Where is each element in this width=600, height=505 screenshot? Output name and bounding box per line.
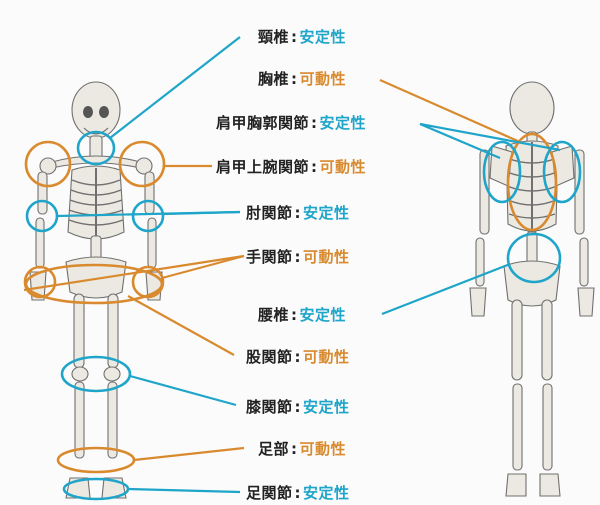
label-foot: 足部:可動性 [258, 438, 346, 459]
label-knee: 膝関節:安定性 [246, 396, 350, 417]
label-separator: : [309, 158, 320, 176]
label-property: 可動性 [303, 348, 350, 366]
label-property: 可動性 [303, 248, 350, 266]
label-property: 可動性 [300, 70, 347, 88]
label-wrist: 手関節:可動性 [246, 246, 350, 267]
label-separator: : [289, 440, 300, 458]
label-property: 可動性 [300, 440, 347, 458]
label-joint: 股関節 [246, 348, 293, 366]
label-joint: 膝関節 [246, 398, 293, 416]
label-property: 可動性 [320, 158, 367, 176]
label-joint: 足関節 [246, 484, 293, 502]
eye-socket-right [99, 106, 109, 118]
label-separator: : [293, 248, 304, 266]
label-property: 安定性 [320, 114, 367, 132]
label-elbow: 肘関節:安定性 [246, 202, 350, 223]
label-joint: 頸椎 [258, 28, 289, 46]
label-glenohumeral: 肩甲上腕関節:可動性 [216, 156, 366, 177]
label-property: 安定性 [300, 28, 347, 46]
marker-foot [58, 448, 134, 472]
label-joint: 胸椎 [258, 70, 289, 88]
front-ribcage [68, 166, 124, 239]
label-joint: 肘関節 [246, 204, 293, 222]
label-separator: : [293, 348, 304, 366]
label-lumbar: 腰椎:安定性 [258, 304, 346, 325]
label-property: 安定性 [303, 484, 350, 502]
label-separator: : [309, 114, 320, 132]
label-joint: 肩甲胸郭関節 [216, 114, 309, 132]
back-skull [510, 82, 554, 134]
label-separator: : [289, 28, 300, 46]
label-separator: : [289, 306, 300, 324]
label-hip: 股関節:可動性 [246, 346, 350, 367]
label-separator: : [293, 398, 304, 416]
back-pelvis [504, 261, 560, 306]
label-thoracic: 胸椎:可動性 [258, 68, 346, 89]
back-legs [506, 300, 560, 496]
label-separator: : [289, 70, 300, 88]
front-legs [66, 294, 126, 498]
label-separator: : [293, 204, 304, 222]
label-separator: : [293, 484, 304, 502]
label-joint: 足部 [258, 440, 289, 458]
label-joint: 手関節 [246, 248, 293, 266]
label-joint: 肩甲上腕関節 [216, 158, 309, 176]
front-skeleton [30, 82, 162, 498]
front-pelvis [66, 257, 126, 298]
back-ribcage [506, 141, 558, 232]
label-property: 安定性 [300, 306, 347, 324]
label-joint: 腰椎 [258, 306, 289, 324]
label-property: 安定性 [303, 398, 350, 416]
label-neck: 頸椎:安定性 [258, 26, 346, 47]
label-scapulothoracic: 肩甲胸郭関節:安定性 [216, 112, 366, 133]
label-property: 安定性 [303, 204, 350, 222]
eye-socket-left [83, 106, 93, 118]
front-skull [72, 82, 120, 138]
label-ankle: 足関節:安定性 [246, 482, 350, 503]
